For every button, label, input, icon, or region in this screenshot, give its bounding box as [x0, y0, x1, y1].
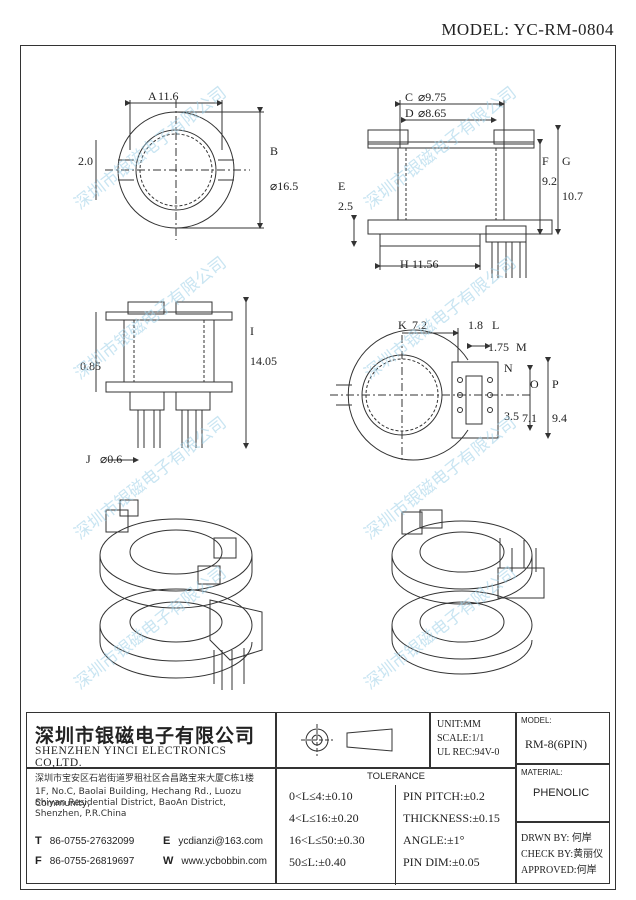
- technical-drawing: A 11.6 B ⌀16.5 2.0 C ⌀9.75 D ⌀8.65 F 9.2…: [71, 83, 583, 694]
- email-value: ycdianzi@163.com: [178, 836, 263, 847]
- check-by: CHECK BY:黄丽仪: [521, 849, 604, 860]
- dim-h-label: H: [400, 257, 409, 271]
- dim-d-label: D: [405, 106, 414, 120]
- dim-i-value: 14.05: [250, 354, 277, 368]
- dim-c-value: ⌀9.75: [418, 90, 446, 104]
- dim-a-value: 11.6: [158, 89, 179, 103]
- iso-view-left: [99, 499, 263, 690]
- dim-085-value: 0.85: [80, 359, 101, 373]
- tol-right-4: PIN DIM:±0.05: [403, 855, 480, 869]
- title-block: 深圳市银磁电子有限公司 SHENZHEN YINCI ELECTRONICS C…: [26, 712, 610, 885]
- bottom-view: [330, 328, 551, 461]
- tol-right-2: THICKNESS:±0.15: [403, 811, 500, 825]
- tolerance-divider: [395, 785, 396, 885]
- tel-label: T: [35, 835, 42, 847]
- tol-right-1: PIN PITCH:±0.2: [403, 789, 485, 803]
- side-view: [95, 297, 249, 463]
- signature-cell: DRWN BY: 何岸 CHECK BY:黄丽仪 APPROVED:何岸: [516, 822, 610, 884]
- dim-f-label: F: [542, 154, 549, 168]
- tol-left-3: 16<L≤50:±0.30: [289, 833, 365, 847]
- watermark-5: 深圳市银磁电子有限公司: [71, 413, 231, 544]
- dim-k-label: K: [398, 318, 407, 332]
- address-cn: 深圳市宝安区石岩街道罗租社区合昌路宝来大厦C栋1楼: [35, 774, 255, 784]
- dim-a-label: A: [148, 89, 157, 103]
- watermark-7: 深圳市银磁电子有限公司: [71, 563, 231, 694]
- dim-f-value: 9.2: [542, 174, 557, 188]
- material-value: PHENOLIC: [533, 787, 590, 799]
- material-label: MATERIAL:: [521, 768, 563, 777]
- watermark-3: 深圳市银磁电子有限公司: [71, 253, 231, 384]
- dim-e-value: 2.5: [338, 199, 353, 213]
- dim-e-label: E: [338, 179, 345, 193]
- address-en-2: Shiyan Residential District, BaoAn Distr…: [35, 798, 226, 808]
- projection-symbol-cell: [276, 712, 430, 768]
- dim-o-value: 7.1: [522, 411, 537, 425]
- watermark-8: 深圳市银磁电子有限公司: [361, 563, 521, 694]
- tolerance-cell: TOLERANCE 0<L≤4:±0.10 4<L≤16:±0.20 16<L≤…: [276, 768, 516, 885]
- tol-right-3: ANGLE:±1°: [403, 833, 465, 847]
- dim-g-label: G: [562, 154, 571, 168]
- fax-value: 86-0755-26819697: [49, 856, 135, 867]
- unit-text: UNIT:MM: [437, 719, 481, 730]
- company-name-en: SHENZHEN YINCI ELECTRONICS CO,LTD.: [35, 745, 227, 769]
- dim-j-value: ⌀0.6: [100, 452, 122, 466]
- dim-p-label: P: [552, 377, 559, 391]
- dim-n-value: 3.5: [504, 409, 519, 423]
- tol-left-2: 4<L≤16:±0.20: [289, 811, 359, 825]
- dim-k-value: 7.2: [412, 318, 427, 332]
- unit-scale-cell: UNIT:MM SCALE:1/1 UL REC:94V-0: [430, 712, 516, 768]
- dim-o-label: O: [530, 377, 539, 391]
- dim-d-value: ⌀8.65: [418, 106, 446, 120]
- dim-2-value: 2.0: [78, 154, 93, 168]
- fax-line: F 86-0755-26819697: [35, 855, 134, 867]
- dim-h-value: 11.56: [412, 257, 439, 271]
- material-cell: MATERIAL: PHENOLIC: [516, 764, 610, 822]
- dim-b-value: ⌀16.5: [270, 179, 298, 193]
- dim-p-value: 9.4: [552, 411, 567, 425]
- dim-n-label: N: [504, 361, 513, 375]
- web-value: www.ycbobbin.com: [181, 856, 267, 867]
- company-name-cn: 深圳市银磁电子有限公司: [35, 725, 256, 747]
- drawing-sheet: [20, 45, 616, 890]
- tol-left-4: 50≤L:±0.40: [289, 855, 346, 869]
- top-view: [95, 100, 264, 240]
- dim-j-label: J: [86, 452, 91, 466]
- tol-left-1: 0<L≤4:±0.10: [289, 789, 353, 803]
- dim-m-value: 1.75: [488, 340, 509, 354]
- dim-c-label: C: [405, 90, 413, 104]
- ul-text: UL REC:94V-0: [437, 747, 500, 758]
- model-label: MODEL:: [521, 716, 552, 725]
- fax-label: F: [35, 855, 42, 867]
- front-view: [351, 100, 561, 278]
- company-cell: 深圳市银磁电子有限公司 SHENZHEN YINCI ELECTRONICS C…: [26, 712, 276, 769]
- email-label: E: [163, 835, 171, 847]
- address-cell: 深圳市宝安区石岩街道罗租社区合昌路宝来大厦C栋1楼 1F, No.C, Baol…: [26, 768, 276, 884]
- iso-view-right: [391, 509, 545, 675]
- dim-m-label: M: [516, 340, 527, 354]
- dim-i-label: I: [250, 324, 254, 338]
- dim-l-label: L: [492, 318, 499, 332]
- dim-b-label: B: [270, 144, 278, 158]
- projection-symbol-icon: [301, 724, 393, 756]
- tel-line: T 86-0755-27632099: [35, 835, 134, 847]
- model-cell: MODEL: RM-8(6PIN): [516, 712, 610, 764]
- approved-by: APPROVED:何岸: [521, 865, 597, 876]
- address-en-1: 1F, No.C, Baolai Building, Hechang Rd., …: [35, 787, 242, 809]
- web-label: W: [163, 855, 174, 867]
- model-value: RM-8(6PIN): [525, 737, 587, 751]
- address-en-3: Shenzhen, P.R.China: [35, 809, 127, 819]
- scale-text: SCALE:1/1: [437, 733, 485, 744]
- drawn-by: DRWN BY: 何岸: [521, 833, 592, 844]
- dim-g-value: 10.7: [562, 189, 583, 203]
- tel-value: 86-0755-27632099: [49, 836, 135, 847]
- dim-l-value: 1.8: [468, 318, 483, 332]
- watermark-6: 深圳市银磁电子有限公司: [361, 413, 521, 544]
- model-header: MODEL: YC-RM-0804: [441, 20, 614, 39]
- tolerance-title: TOLERANCE: [367, 771, 425, 782]
